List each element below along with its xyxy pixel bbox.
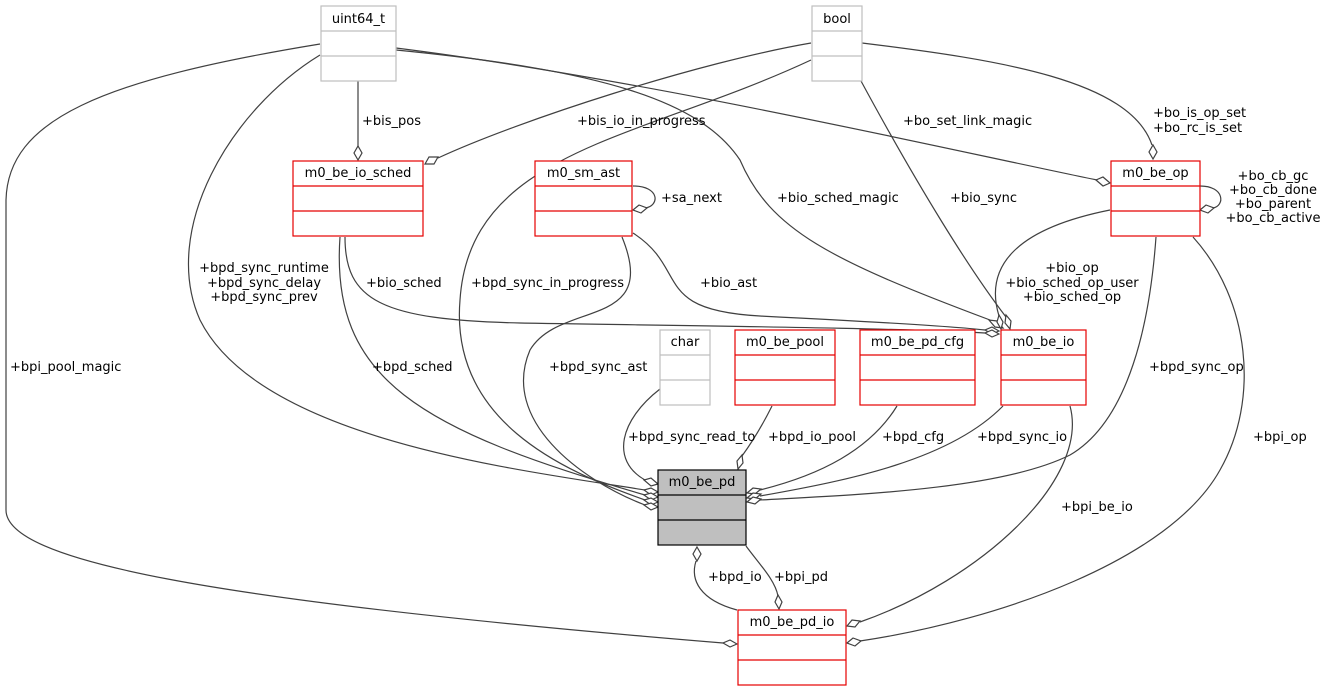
aggregation-diamond (996, 313, 1004, 331)
aggregation-diamond (692, 545, 702, 563)
edge-sa-next (632, 185, 656, 209)
node-title: m0_be_pd_io (750, 615, 835, 630)
node-title: char (671, 335, 700, 350)
edge-bpd-sync-io (759, 405, 1004, 497)
edge-label: +bio_sched_op (1023, 290, 1121, 305)
edge-label: +bpi_op (1253, 430, 1307, 445)
edge-bpd-cfg (759, 405, 898, 491)
edge-label: +bio_sync (950, 191, 1017, 206)
node-uint64-t[interactable]: uint64_t (320, 5, 397, 82)
node-title: m0_be_io (1013, 335, 1075, 350)
edge-label: +bpd_sync_ast (549, 360, 647, 375)
edge-bio-op (994, 209, 1111, 317)
edge-label: +sa_next (661, 191, 722, 206)
edge-label: +bo_cb_gc (1238, 169, 1309, 184)
node-m0-be-io-sched[interactable]: m0_be_io_sched (292, 160, 424, 237)
node-m0-be-op[interactable]: m0_be_op (1110, 160, 1201, 237)
node-title: m0_be_pd_cfg (871, 335, 964, 350)
edge-bio-sched-magic (395, 49, 991, 321)
edge-label: +bo_cb_active (1225, 211, 1320, 226)
edge-bpi-be-io (859, 405, 1073, 623)
edge-label: +bpd_sync_op (1149, 360, 1244, 375)
edges (5, 42, 1245, 648)
edge-bis-io-in-progress (437, 42, 812, 159)
edge-label: +bpd_io (708, 570, 762, 585)
aggregation-diamond (745, 496, 763, 505)
edge-bpi-pd (745, 545, 779, 597)
edge-bpd-io-pool (741, 405, 773, 457)
aggregation-diamond (631, 204, 649, 214)
node-title: m0_sm_ast (547, 166, 620, 181)
aggregation-diamond (1004, 313, 1012, 331)
node-m0-be-pd-cfg[interactable]: m0_be_pd_cfg (859, 329, 976, 406)
edge-bpi-pool-magic (5, 43, 724, 644)
edge-label: +bo_is_op_set (1153, 106, 1246, 121)
edge-bpd-sync-runtime (187, 54, 646, 491)
node-bool[interactable]: bool (811, 5, 863, 82)
edge-bpi-op (859, 236, 1245, 642)
edge-label: +bpd_sync_prev (210, 290, 318, 305)
node-m0-be-pd-io[interactable]: m0_be_pd_io (737, 609, 847, 686)
edge-label: +bio_sched (366, 276, 442, 291)
edge-label: +bpd_sync_io (977, 430, 1067, 445)
edge-bpd-sync-op (759, 236, 1157, 501)
edge-bpd-sync-in-progress (458, 59, 812, 501)
aggregation-diamond (774, 593, 783, 611)
aggregation-diamond (1148, 143, 1158, 161)
edge-label: +bio_op (1045, 261, 1098, 276)
node-title: m0_be_io_sched (305, 166, 412, 181)
node-m0-be-pd[interactable]: m0_be_pd (657, 469, 747, 546)
edge-bo-is-op-set (861, 42, 1153, 146)
aggregation-diamond (642, 502, 660, 511)
edge-label: +bpd_sync_runtime (199, 261, 329, 276)
aggregation-diamond (423, 156, 440, 165)
edge-bpd-io (693, 560, 738, 611)
edge-label: +bpd_io_pool (768, 430, 856, 445)
edge-bio-ast (632, 232, 986, 331)
edge-label: +bo_rc_is_set (1153, 121, 1242, 136)
node-title: uint64_t (332, 12, 385, 27)
edge-bpd-sync-read-to (623, 388, 661, 481)
aggregation-diamond (845, 619, 862, 628)
node-title: bool (823, 12, 851, 27)
edge-label: +bpi_be_io (1061, 500, 1133, 515)
node-title: m0_be_op (1122, 166, 1188, 181)
edge-label: +bo_parent (1235, 197, 1311, 212)
aggregation-diamond (353, 144, 363, 162)
node-title: m0_be_pool (746, 335, 824, 350)
aggregation-diamond (845, 637, 863, 647)
edge-label: +bpd_sync_delay (207, 276, 321, 291)
edge-label: +bpd_sync_in_progress (471, 276, 624, 291)
edge-label: +bo_set_link_magic (903, 114, 1032, 129)
aggregation-diamond (642, 477, 660, 487)
edge-label: +bpi_pool_magic (10, 360, 121, 375)
edge-label: +bpi_pd (774, 570, 828, 585)
edge-label: +bpd_sync_read_to (628, 430, 755, 445)
edge-label: +bpd_cfg (882, 430, 944, 445)
edge-bpd-sync-ast (523, 236, 646, 506)
edge-label: +bio_sched_magic (777, 191, 899, 206)
node-char[interactable]: char (659, 329, 711, 406)
aggregation-diamond (983, 329, 1001, 338)
edge-label: +bio_ast (700, 276, 757, 291)
node-m0-be-io[interactable]: m0_be_io (1000, 329, 1087, 406)
node-m0-sm-ast[interactable]: m0_sm_ast (534, 160, 633, 237)
edge-bio-sync (860, 80, 1007, 318)
aggregation-diamond (1094, 176, 1112, 187)
edge-bo-self (1199, 185, 1222, 209)
edge-label: +bis_pos (362, 114, 421, 129)
edge-label: +bo_cb_done (1229, 183, 1317, 198)
edge-label: +bpd_sched (372, 360, 453, 375)
edge-bpd-sched (338, 236, 646, 496)
edge-label: +bio_sched_op_user (1005, 276, 1139, 291)
node-title: m0_be_pd (669, 475, 736, 490)
edge-label: +bis_io_in_progress (577, 114, 706, 129)
node-m0-be-pool[interactable]: m0_be_pool (734, 329, 836, 406)
aggregation-diamond (736, 453, 744, 471)
edge-labels: +bis_pos +bis_io_in_progress +bo_set_lin… (10, 106, 1321, 585)
aggregation-diamond (1198, 204, 1216, 214)
aggregation-diamond (721, 639, 739, 648)
